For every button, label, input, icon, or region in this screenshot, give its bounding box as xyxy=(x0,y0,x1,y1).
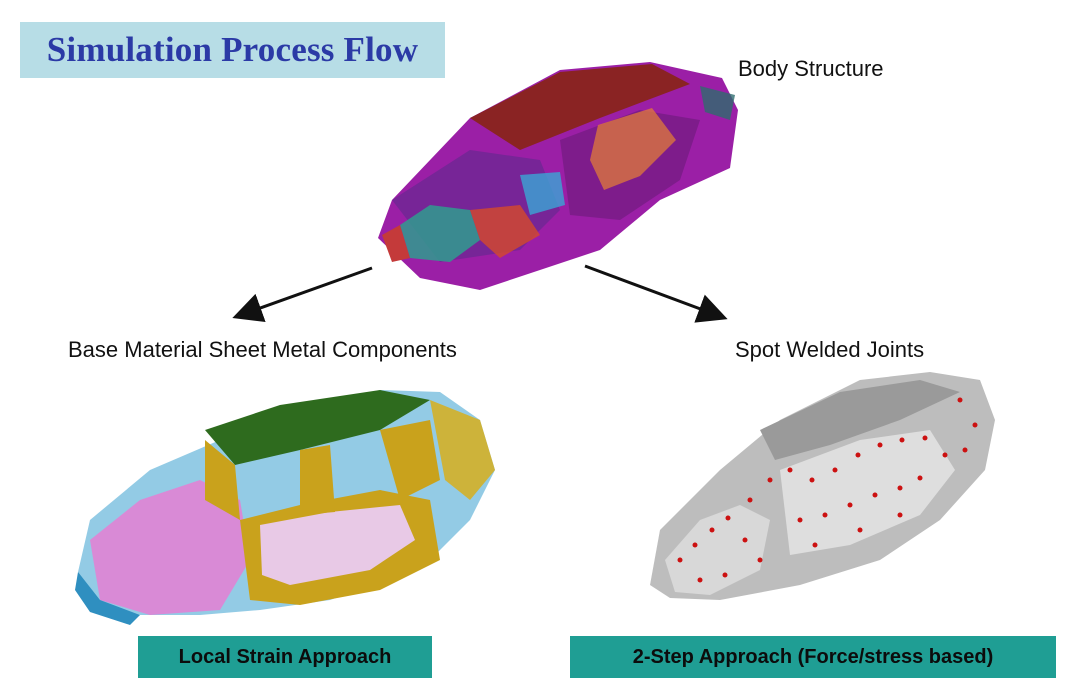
car-body-structure-image xyxy=(378,62,738,290)
caption-body-structure: Body Structure xyxy=(738,56,884,81)
local-strain-approach-label: Local Strain Approach xyxy=(138,636,432,678)
page-title: Simulation Process Flow xyxy=(46,30,419,69)
weld-points xyxy=(677,397,978,583)
car-sheet-metal-image xyxy=(75,390,495,625)
two-step-approach-label: 2-Step Approach (Force/stress based) xyxy=(570,636,1056,678)
caption-spot-welded: Spot Welded Joints xyxy=(735,337,925,362)
caption-base-material: Base Material Sheet Metal Components xyxy=(68,337,457,362)
arrow-left xyxy=(232,266,373,323)
arrow-right xyxy=(584,264,728,323)
car-spot-weld-image xyxy=(650,372,995,600)
title-box: Simulation Process Flow xyxy=(20,22,445,78)
